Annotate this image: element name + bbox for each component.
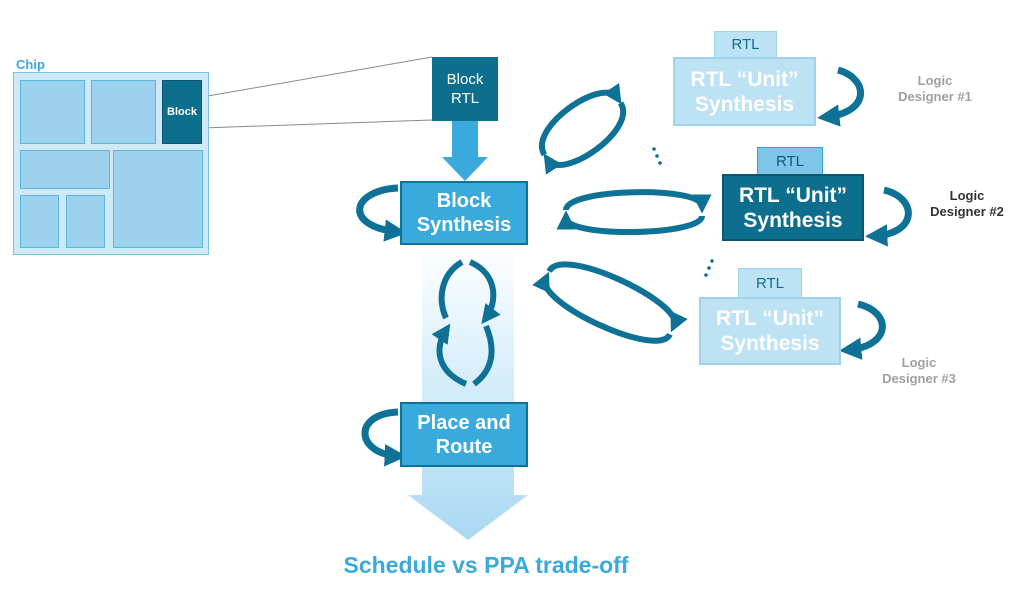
block-synthesis-box: Block Synthesis [400,181,528,245]
block-synthesis-line-1: Block [436,190,492,212]
schedule-funnel-arrow [408,245,528,540]
designer-2-label: Logic Designer #2 [912,188,1022,220]
chip-cell [20,80,85,144]
unit-3-rtl-tab: RTL [738,268,802,298]
block-rtl-line-1: Block [446,71,484,88]
designer-2-line-2: Designer #2 [930,204,1004,219]
cycle-arrow-down [468,259,501,325]
designer-1-label: Logic Designer #1 [880,73,990,105]
loop-arrow-block-synthesis [356,184,407,242]
chip-label: Chip [16,57,45,72]
chip-cell [20,195,59,248]
chip-cell [66,195,105,248]
chip-cell [91,80,156,144]
cycle-arrow-down-tail [438,259,464,320]
unit-1-title-line-2: Synthesis [694,92,795,116]
block-rtl-line-2: RTL [450,90,480,107]
loop-arrow-unit-2 [865,186,912,247]
zoom-line-bottom [201,119,433,129]
unit-2-title-line-2: Synthesis [743,208,843,232]
place-route-box: Place and Route [400,402,528,467]
unit-1-rtl-tab: RTL [714,31,777,58]
unit-1-synthesis-box: RTL “Unit” Synthesis [673,57,816,126]
place-route-line-1: Place and [417,411,511,434]
chip-cell [20,150,110,189]
cycle-arrow-up-tail [472,324,495,387]
loop-arrow-unit-3 [839,300,886,360]
down-arrow-to-synthesis [442,121,488,181]
unit-3-synthesis-box: RTL “Unit” Synthesis [699,297,841,365]
unit-2-rtl-tab: RTL [757,147,823,175]
place-route-line-2: Route [435,435,493,458]
unit-2-synthesis-box: RTL “Unit” Synthesis [722,174,864,241]
unit-3-title-line-1: RTL “Unit” [715,307,825,330]
designer-3-line-1: Logic [901,355,937,370]
designer-1-line-1: Logic [917,73,953,88]
block-synthesis-line-2: Synthesis [416,214,512,236]
unit-3-title-line-2: Synthesis [720,332,820,355]
designer-2-line-1: Logic [949,188,985,203]
unit-1-title-line-1: RTL “Unit” [690,67,799,91]
designer-3-line-2: Designer #3 [882,371,956,386]
cycle-arrows-unit-2 [556,189,712,235]
chip-block: Block [162,80,202,144]
cycle-arrow-up [431,323,468,387]
schedule-ppa-caption: Schedule vs PPA trade-off [343,552,629,578]
unit-2-title-line-1: RTL “Unit” [738,183,848,207]
designer-1-line-2: Designer #1 [898,89,972,104]
loop-arrow-place-route [361,408,407,467]
cycle-arrows-unit-3 [532,261,688,344]
zoom-line-top [201,56,433,98]
chip-cell [113,150,203,248]
designer-3-label: Logic Designer #3 [864,355,974,387]
cycle-arrows-unit-1 [539,83,627,175]
block-rtl-box: Block RTL [432,57,498,121]
loop-arrow-unit-1 [817,66,865,127]
